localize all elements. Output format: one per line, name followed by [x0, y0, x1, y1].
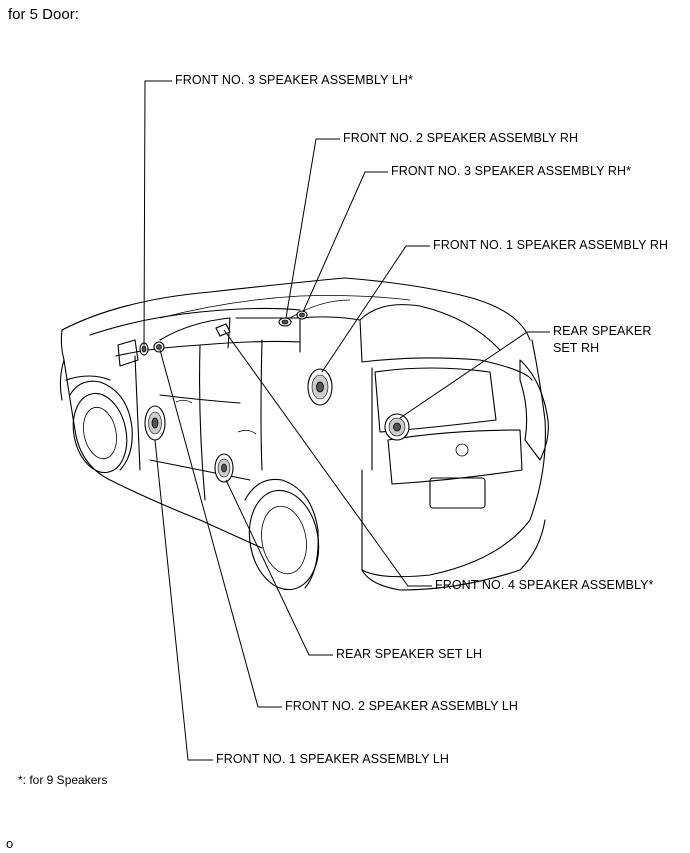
label-front-no3-speaker-rh: FRONT NO. 3 SPEAKER ASSEMBLY RH* — [391, 164, 632, 178]
leader-front-no3-rh — [302, 171, 388, 313]
speaker-front-no2-rh — [278, 317, 292, 327]
leader-rear-set-rh — [399, 331, 550, 419]
leader-rear-set-lh — [225, 479, 333, 656]
label-rear-speaker-set-lh: REAR SPEAKER SET LH — [336, 647, 483, 661]
label-front-no3-speaker-lh: FRONT NO. 3 SPEAKER ASSEMBLY LH* — [175, 73, 414, 87]
label-front-no2-speaker-rh: FRONT NO. 2 SPEAKER ASSEMBLY RH — [343, 131, 579, 145]
footnote: *: for 9 Speakers — [18, 773, 108, 787]
speaker-front-no1-lh — [144, 405, 166, 441]
leader-front-no2-rh — [285, 138, 340, 319]
leader-front-no4 — [223, 329, 432, 587]
label-front-no2-speaker-lh: FRONT NO. 2 SPEAKER ASSEMBLY LH — [285, 699, 519, 713]
diagram-heading: for 5 Door: — [8, 6, 79, 23]
leader-front-no3-lh — [143, 80, 172, 346]
label-front-no1-speaker-lh: FRONT NO. 1 SPEAKER ASSEMBLY LH — [216, 752, 450, 766]
speaker-front-no3-lh — [139, 342, 149, 356]
speaker-front-no3-rh — [296, 310, 308, 320]
leader-front-no2-lh — [159, 349, 282, 708]
speaker-front-no1-rh — [307, 368, 333, 406]
label-front-no4-speaker: FRONT NO. 4 SPEAKER ASSEMBLY* — [435, 578, 654, 592]
corner-mark: o — [6, 836, 14, 851]
speaker-front-no4 — [215, 323, 231, 337]
speaker-front-no2-lh — [153, 341, 165, 353]
speaker-rear-set-rh — [384, 413, 410, 441]
label-rear-speaker-set-rh: REAR SPEAKER SET RH — [553, 324, 652, 355]
vehicle-outline — [59, 277, 549, 591]
label-front-no1-speaker-rh: FRONT NO. 1 SPEAKER ASSEMBLY RH — [433, 238, 669, 252]
speaker-rear-set-lh — [214, 453, 234, 483]
leader-front-no1-lh — [154, 439, 213, 761]
leader-front-no1-rh — [321, 245, 430, 373]
